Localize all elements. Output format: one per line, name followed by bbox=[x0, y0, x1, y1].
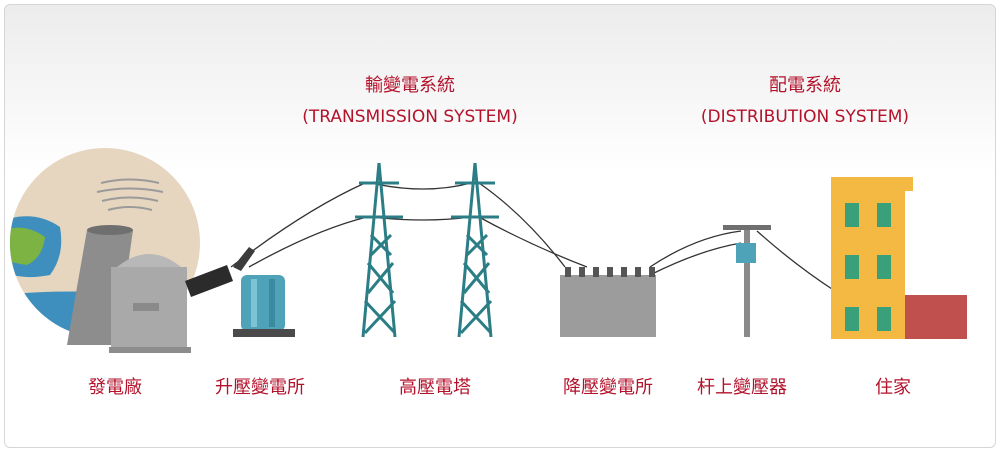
label-step-up-substation: 升壓變電所 bbox=[215, 377, 305, 398]
transmission-tower-1 bbox=[355, 162, 403, 338]
label-step-down-substation: 降壓變電所 bbox=[563, 377, 653, 398]
step-down-substation-illustration bbox=[560, 267, 656, 337]
distribution-title-en: (DISTRIBUTION SYSTEM) bbox=[700, 107, 910, 127]
label-residence: 住家 bbox=[875, 377, 911, 398]
power-grid-illustration bbox=[10, 148, 967, 353]
transmission-tower-2 bbox=[451, 162, 499, 338]
label-power-plant: 發電廠 bbox=[88, 377, 142, 398]
distribution-system-title: 配電系統 (DISTRIBUTION SYSTEM) bbox=[655, 75, 955, 128]
residence-illustration bbox=[831, 177, 967, 339]
transmission-system-title: 輸變電系統 (TRANSMISSION SYSTEM) bbox=[260, 75, 560, 128]
distribution-title-zh: 配電系統 bbox=[769, 75, 841, 96]
power-plant-illustration bbox=[10, 148, 233, 353]
transmission-title-en: (TRANSMISSION SYSTEM) bbox=[302, 107, 518, 127]
transmission-wires bbox=[230, 182, 836, 292]
pole-transformer-illustration bbox=[723, 225, 771, 337]
transmission-title-zh: 輸變電系統 bbox=[365, 75, 455, 96]
step-up-substation-illustration bbox=[233, 247, 295, 337]
label-transmission-tower: 高壓電塔 bbox=[399, 377, 471, 398]
diagram-frame: 輸變電系統 (TRANSMISSION SYSTEM) 配電系統 (DISTRI… bbox=[4, 4, 996, 448]
label-pole-transformer: 杆上變壓器 bbox=[697, 377, 787, 398]
